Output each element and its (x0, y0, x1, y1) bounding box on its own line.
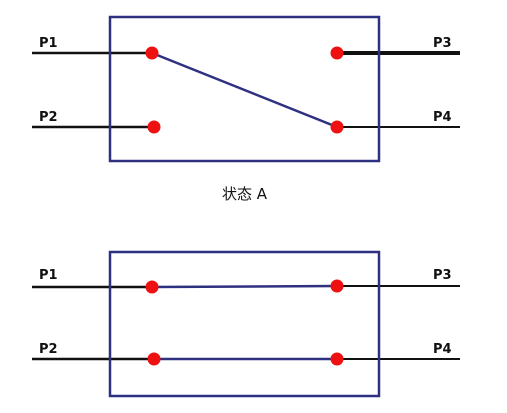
state-a-switch: P1 P2 P3 P4 (32, 15, 460, 163)
port-label-p3-bottom: P3 (433, 268, 452, 283)
node-p3-bottom (330, 279, 344, 293)
node-p4 (330, 120, 344, 134)
node-p1-bottom (145, 280, 159, 294)
connection-p1-p3 (151, 284, 338, 289)
node-p2 (147, 120, 161, 134)
node-p3 (330, 46, 344, 60)
node-p4-bottom (330, 352, 344, 366)
port-label-p3: P3 (433, 36, 452, 51)
state-b-box (108, 250, 381, 398)
connection-p1-p4 (151, 51, 338, 129)
port-label-p2-bottom: P2 (39, 342, 58, 357)
state-b-switch: P1 P2 P3 P4 (32, 250, 460, 398)
port-label-p1-bottom: P1 (39, 268, 58, 283)
state-a-box (108, 15, 381, 163)
state-a-caption: 状态 A (222, 185, 268, 203)
port-label-p4: P4 (433, 110, 452, 125)
node-p2-bottom (147, 352, 161, 366)
port-label-p1: P1 (39, 36, 58, 51)
port-label-p4-bottom: P4 (433, 342, 452, 357)
node-p1 (145, 46, 159, 60)
port-label-p2: P2 (39, 110, 58, 125)
